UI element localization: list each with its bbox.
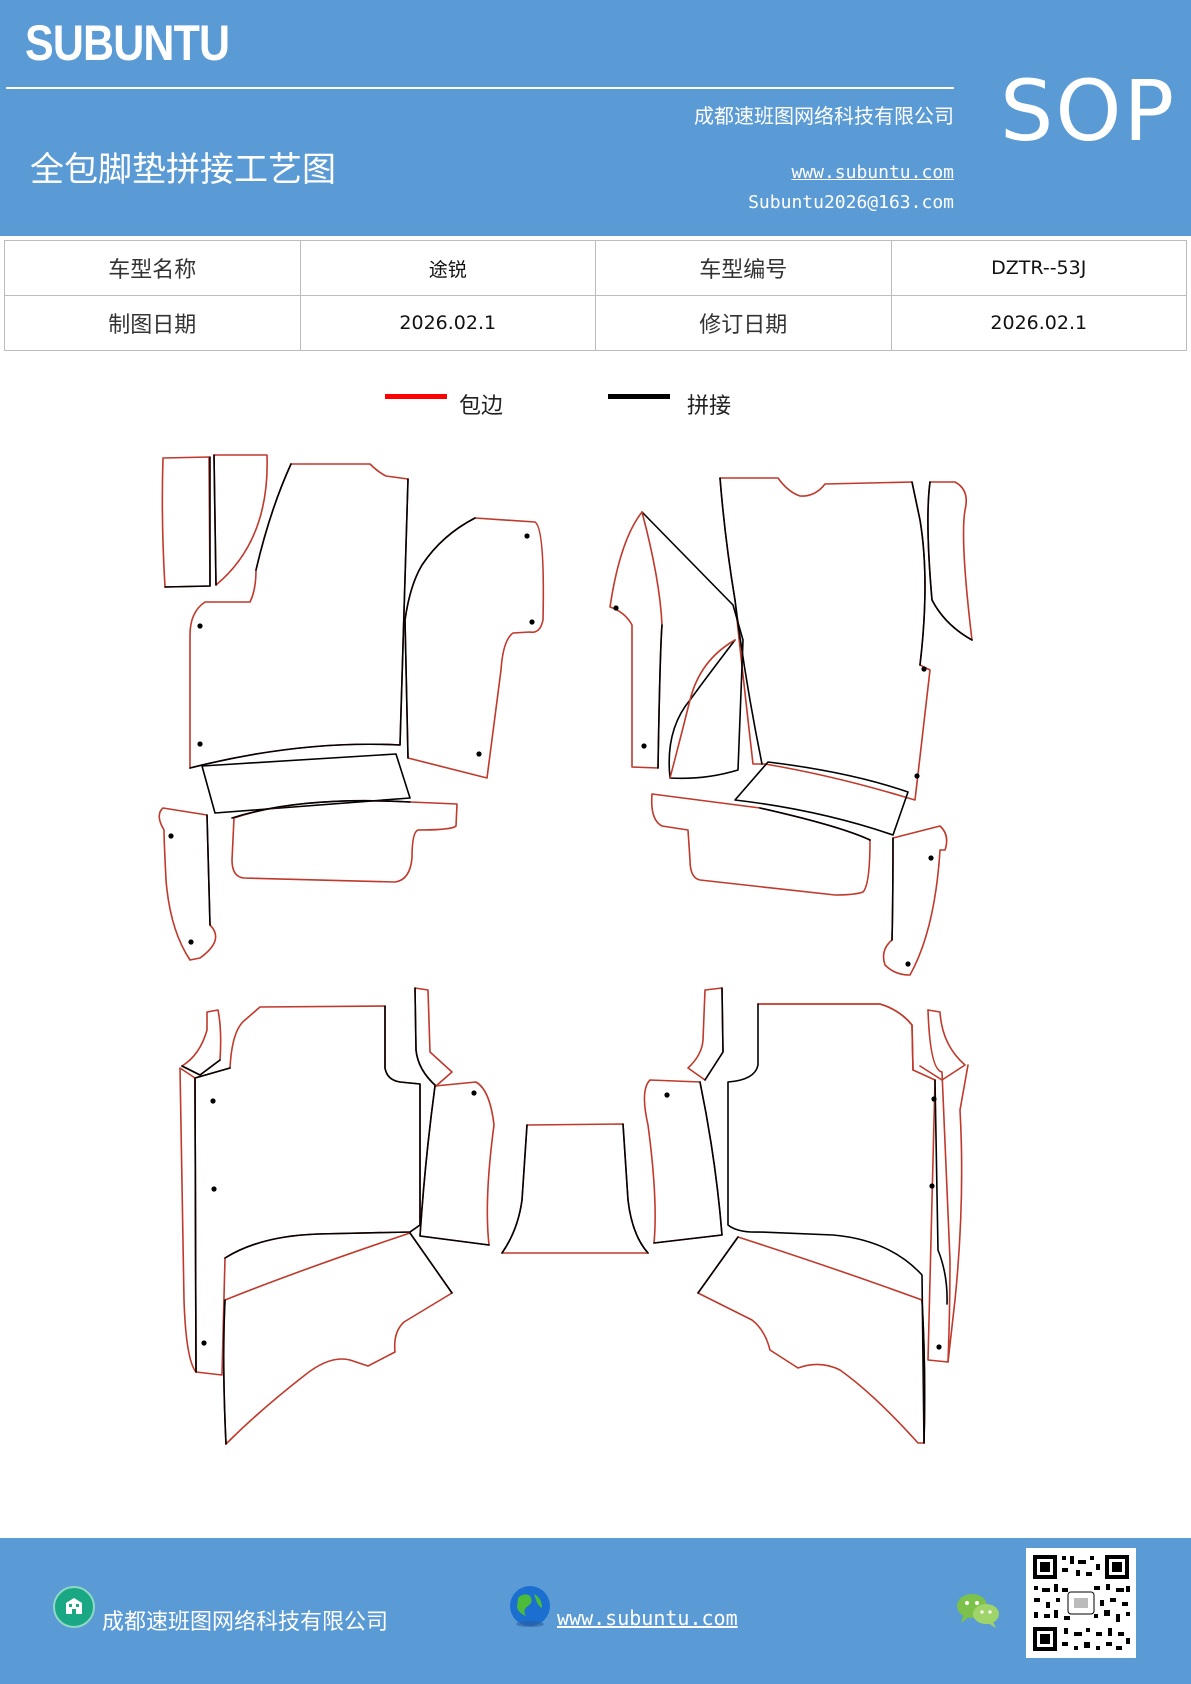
brand-logo: SUBUNTU — [25, 15, 230, 71]
legend-seam-label: 拼接 — [687, 394, 732, 419]
model-code-value: DZTR--53J — [890, 240, 1187, 296]
revise-date-value: 2026.02.1 — [890, 295, 1187, 351]
model-code-label: 车型编号 — [595, 240, 892, 296]
header-company: 成都速班图网络科技有限公司 — [694, 104, 954, 128]
info-table: 车型名称 途锐 车型编号 DZTR--53J 制图日期 2026.02.1 修订… — [4, 240, 1187, 351]
globe-icon — [510, 1586, 550, 1627]
model-name-label: 车型名称 — [4, 240, 301, 296]
building-icon — [53, 1586, 95, 1628]
front-left-mat-group — [158, 454, 545, 961]
header-banner: SUBUNTU 成都速班图网络科技有限公司 全包脚垫拼接工艺图 www.subu… — [0, 0, 1191, 236]
mat-pattern-drawing — [158, 454, 973, 1445]
draw-date-label: 制图日期 — [4, 295, 301, 351]
front-right-mat-group — [609, 477, 973, 976]
revise-date-label: 修订日期 — [595, 295, 892, 351]
rear-left-mat-group — [179, 987, 495, 1445]
draw-date-value: 2026.02.1 — [299, 295, 596, 351]
model-name-value: 途锐 — [299, 240, 596, 296]
footer-banner: 成都速班图网络科技有限公司 www.subuntu.com — [0, 1538, 1191, 1684]
header-divider — [6, 87, 954, 89]
legend-edge-label: 包边 — [459, 394, 504, 419]
wechat-icon[interactable] — [955, 1590, 1001, 1630]
table-row: 车型名称 途锐 车型编号 DZTR--53J — [4, 240, 1187, 296]
legend-edge-swatch — [385, 394, 447, 399]
legend-seam-swatch — [608, 394, 670, 399]
footer-company: 成都速班图网络科技有限公司 — [102, 1610, 389, 1635]
rear-right-mat-group — [643, 987, 969, 1444]
table-row: 制图日期 2026.02.1 修订日期 2026.02.1 — [4, 295, 1187, 351]
header-email[interactable]: Subuntu2026@163.com — [748, 192, 954, 213]
page-title: 全包脚垫拼接工艺图 — [30, 150, 336, 190]
sop-badge: SOP — [1000, 62, 1177, 160]
header-website-link[interactable]: www.subuntu.com — [791, 162, 954, 183]
qr-code — [1026, 1548, 1136, 1658]
footer-website-link[interactable]: www.subuntu.com — [557, 1606, 738, 1630]
tunnel-mat — [501, 1123, 649, 1254]
